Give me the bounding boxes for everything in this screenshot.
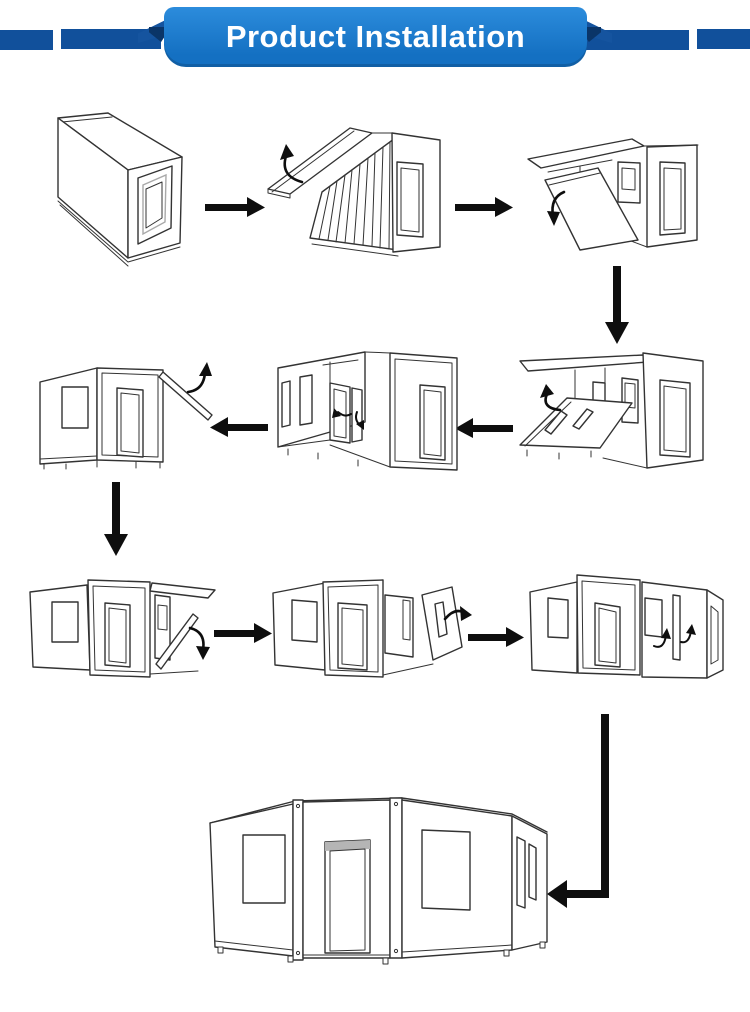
left-wing [29,584,91,671]
tilted-floor-panel [519,397,633,460]
arrow-right-icon [203,196,265,218]
mid-wall-window [617,161,641,204]
arrow-left-icon [455,417,513,439]
step-2-illustration [267,127,454,260]
arrow-elbow-left-icon [545,712,615,912]
arrow-right-icon [214,622,272,644]
folding-floor-panel [149,613,199,675]
right-wing [641,581,708,679]
rotate-down-arrow-icon [188,626,210,660]
step-4-illustration [515,348,747,482]
left-wing [39,367,98,465]
banner-side-bar-left-inner [61,29,161,49]
ribbon-banner: Product Installation [164,7,587,67]
left-wing [209,803,294,957]
arrow-right-icon [455,196,513,218]
step-9-illustration [526,572,726,692]
end-face-door [614,144,698,248]
step-1-illustration [45,106,193,268]
right-wing [401,799,513,959]
end-door [137,165,173,245]
right-side-wall [511,815,548,951]
step-3-illustration [520,130,745,252]
rotate-down-arrow-icon [547,190,566,226]
base-skid [57,200,181,267]
step-8-illustration [270,572,472,690]
end-frame-door [96,367,164,463]
rotate-up-arrow-icon [540,384,562,412]
mid-wall-window [621,377,639,424]
arrow-down-icon [102,482,130,556]
banner-side-bar-left-outer [0,30,53,50]
door-lintel [325,840,370,851]
closing-arrow-icons [653,624,696,648]
left-wing [529,581,578,674]
folding-wall-panel [544,167,639,251]
interior-wall [154,594,171,661]
right-back-wall [382,594,434,676]
central-section [292,797,403,961]
end-frame [364,351,458,471]
extended-roof-piece [149,582,216,599]
rotate-up-arrow-icon [186,362,212,394]
rotate-right-arrow-icon [443,606,472,621]
central-block-door [322,579,384,678]
right-side-face [706,589,724,679]
end-face-door [602,352,704,469]
page-title: Product Installation [225,19,526,54]
lifting-panel [158,371,213,421]
step-5-illustration [268,350,464,480]
extended-roof-panel [519,354,649,372]
step-10-illustration [180,790,552,990]
floor-base [277,439,391,468]
arrow-left-icon [210,416,268,438]
interior-walls [574,367,626,407]
central-block-door [576,574,641,676]
door-swing-arrow-icon [332,408,364,430]
banner-side-bar-right-outer [697,29,750,49]
rotate-up-arrow-icon [280,144,304,184]
central-block-door [87,579,151,678]
step-7-illustration [28,570,273,686]
base-feet [43,460,161,470]
base-feet [217,941,546,965]
raising-wall-panel [421,586,463,661]
end-face [371,132,441,253]
arrow-right-icon [468,626,524,648]
step-6-illustration [36,360,218,472]
arrow-down-icon [603,266,631,344]
left-wing [272,582,326,671]
